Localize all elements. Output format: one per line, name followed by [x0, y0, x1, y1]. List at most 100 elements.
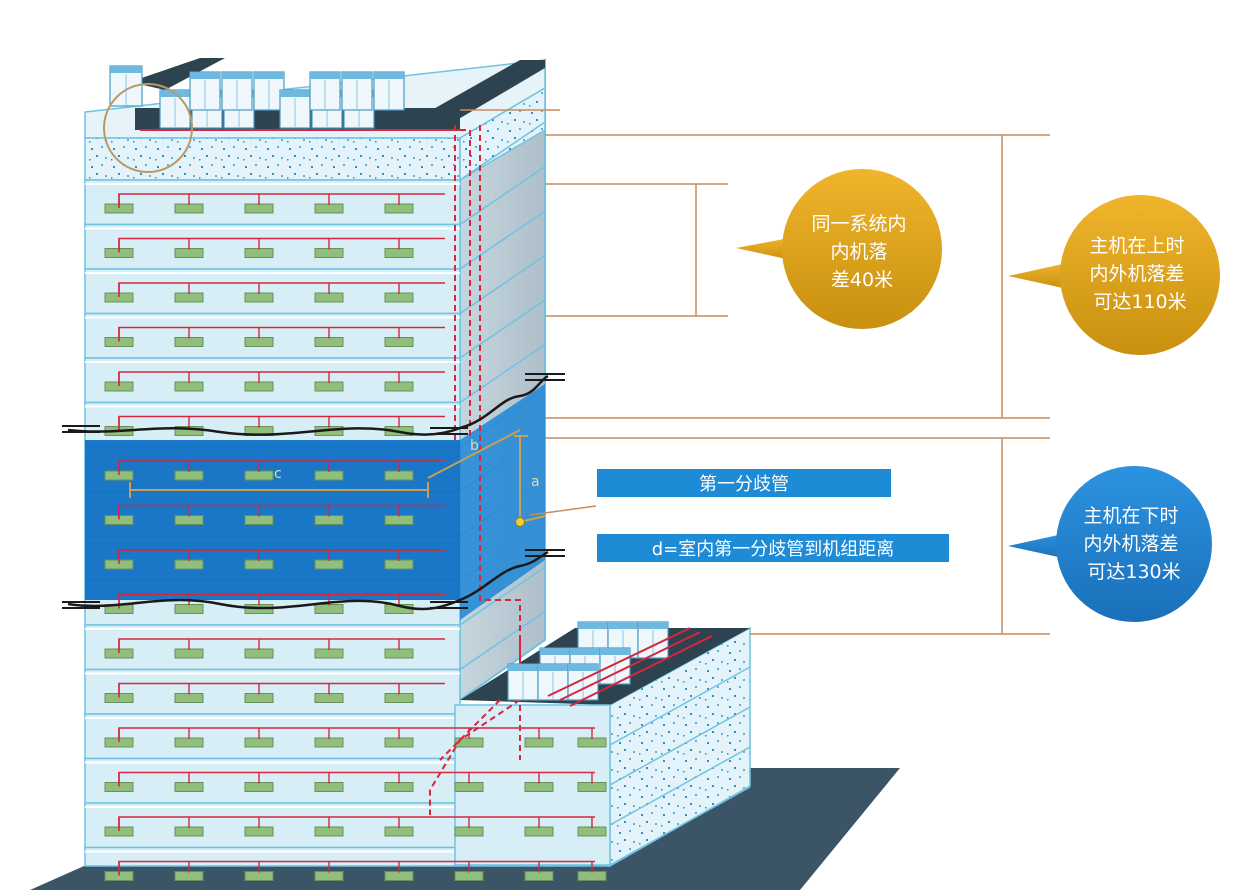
- outdoor-unit: [309, 71, 341, 111]
- indoor-unit: [174, 693, 204, 703]
- indoor-unit: [384, 559, 414, 570]
- side-floor-line: [459, 610, 546, 671]
- indoor-unit: [174, 782, 204, 792]
- callout-same-system: 同一系统内 内机落 差40米: [736, 169, 942, 329]
- callout-host-above-line-2: 内外机落差: [1089, 263, 1184, 285]
- floor-slab: [84, 357, 461, 404]
- indoor-unit: [384, 515, 414, 525]
- dimension-lines: [129, 429, 546, 523]
- break-line-upper: [67, 374, 549, 436]
- floor-slab: [84, 223, 461, 270]
- side-floor-line: [459, 121, 546, 181]
- podium-tier-line: [609, 786, 751, 866]
- indoor-unit: [384, 737, 414, 748]
- indoor-unit: [174, 381, 204, 392]
- side-floor-line: [459, 254, 546, 315]
- indoor-unit: [454, 782, 484, 792]
- outdoor-unit: [253, 71, 285, 111]
- dim-letter-b: b: [470, 438, 479, 454]
- side-floor-line: [459, 210, 546, 270]
- indoor-unit: [384, 248, 414, 258]
- dim-letter-a: a: [531, 474, 540, 490]
- podium-outdoor-units: [507, 621, 713, 707]
- indoor-unit: [244, 782, 274, 792]
- indoor-unit: [174, 871, 204, 881]
- roof-parapet: [84, 137, 461, 181]
- indoor-unit: [244, 470, 274, 481]
- leader-lines: [460, 109, 1050, 635]
- indoor-unit: [577, 737, 607, 748]
- podium-tier-line: [609, 666, 751, 746]
- roof-highlight-circle: [103, 83, 193, 173]
- indoor-unit: [384, 782, 414, 792]
- indoor-unit: [314, 470, 344, 481]
- indoor-unit: [174, 648, 204, 659]
- indoor-unit: [244, 381, 274, 392]
- floor-slab: [84, 668, 461, 715]
- indoor-unit: [244, 248, 274, 258]
- svg-text:主机在上时 内外机落差 可达110米: 主机在上时 内外机落差 可达110米: [1089, 235, 1190, 313]
- podium-tiers: [609, 666, 751, 866]
- indoor-unit: [577, 826, 607, 837]
- indoor-unit: [314, 515, 344, 525]
- indoor-unit: [314, 871, 344, 881]
- indoor-unit: [524, 737, 554, 748]
- dim-letter-c: c: [274, 466, 282, 482]
- indoor-unit: [577, 871, 607, 881]
- indoor-unit: [524, 871, 554, 881]
- outdoor-unit: [637, 621, 669, 659]
- callout-host-below: 主机在下时 内外机落差 可达130米: [1008, 466, 1212, 622]
- outdoor-unit: [373, 71, 405, 111]
- indoor-unit: [314, 248, 344, 258]
- outdoor-unit: [507, 663, 539, 701]
- indoor-unit: [244, 737, 274, 748]
- indoor-unit: [174, 337, 204, 347]
- refrigerant-pipes: [118, 125, 595, 876]
- indoor-unit: [314, 292, 344, 303]
- indoor-unit: [454, 871, 484, 881]
- indoor-unit: [174, 292, 204, 303]
- svg-text:同一系统内 内机落 差40米: 同一系统内 内机落 差40米: [811, 213, 912, 291]
- indoor-unit: [174, 248, 204, 258]
- indoor-unit: [384, 871, 414, 881]
- rooftop-outdoor-units: [109, 65, 405, 129]
- break-line-lower: [67, 550, 549, 611]
- indoor-unit: [174, 604, 204, 614]
- floor-slab: [84, 401, 461, 448]
- distance-d-label: d=室内第一分歧管到机组距离: [652, 539, 895, 560]
- side-floor-line: [459, 299, 546, 359]
- outdoor-unit: [221, 71, 253, 111]
- indoor-unit: [314, 381, 344, 392]
- indoor-unit: [314, 337, 344, 347]
- indoor-unit: [524, 782, 554, 792]
- callout-host-above-line-3: 可达110米: [1093, 291, 1186, 313]
- indoor-unit: [314, 737, 344, 748]
- indoor-unit: [244, 515, 274, 525]
- indoor-unit: [244, 693, 274, 703]
- indoor-unit: [384, 292, 414, 303]
- indoor-unit: [314, 826, 344, 837]
- indoor-unit: [244, 203, 274, 214]
- outdoor-unit: [279, 89, 311, 129]
- indoor-unit: [174, 203, 204, 214]
- indoor-unit: [244, 826, 274, 837]
- first-branch-label-bar: [597, 469, 891, 497]
- outdoor-unit: [189, 71, 221, 111]
- highlight-floor-side: [460, 384, 545, 620]
- callout-same-system-line-2: 内机落: [830, 241, 887, 263]
- floor-slab: [84, 312, 461, 359]
- first-branch-point: [515, 517, 525, 527]
- floor-slab: [84, 624, 461, 671]
- callout-same-system-line-3: 差40米: [831, 269, 893, 291]
- callout-host-below-line-3: 可达130米: [1087, 561, 1180, 583]
- indoor-unit: [244, 337, 274, 347]
- indoor-unit: [524, 826, 554, 837]
- callout-host-above-line-1: 主机在上时: [1089, 235, 1184, 257]
- indoor-unit: [314, 559, 344, 570]
- callout-host-below-line-2: 内外机落差: [1083, 533, 1178, 555]
- break-ticks: [62, 373, 565, 609]
- indoor-unit: [384, 203, 414, 214]
- roof-dark-strip: [130, 58, 225, 90]
- floor-slab: [84, 179, 461, 226]
